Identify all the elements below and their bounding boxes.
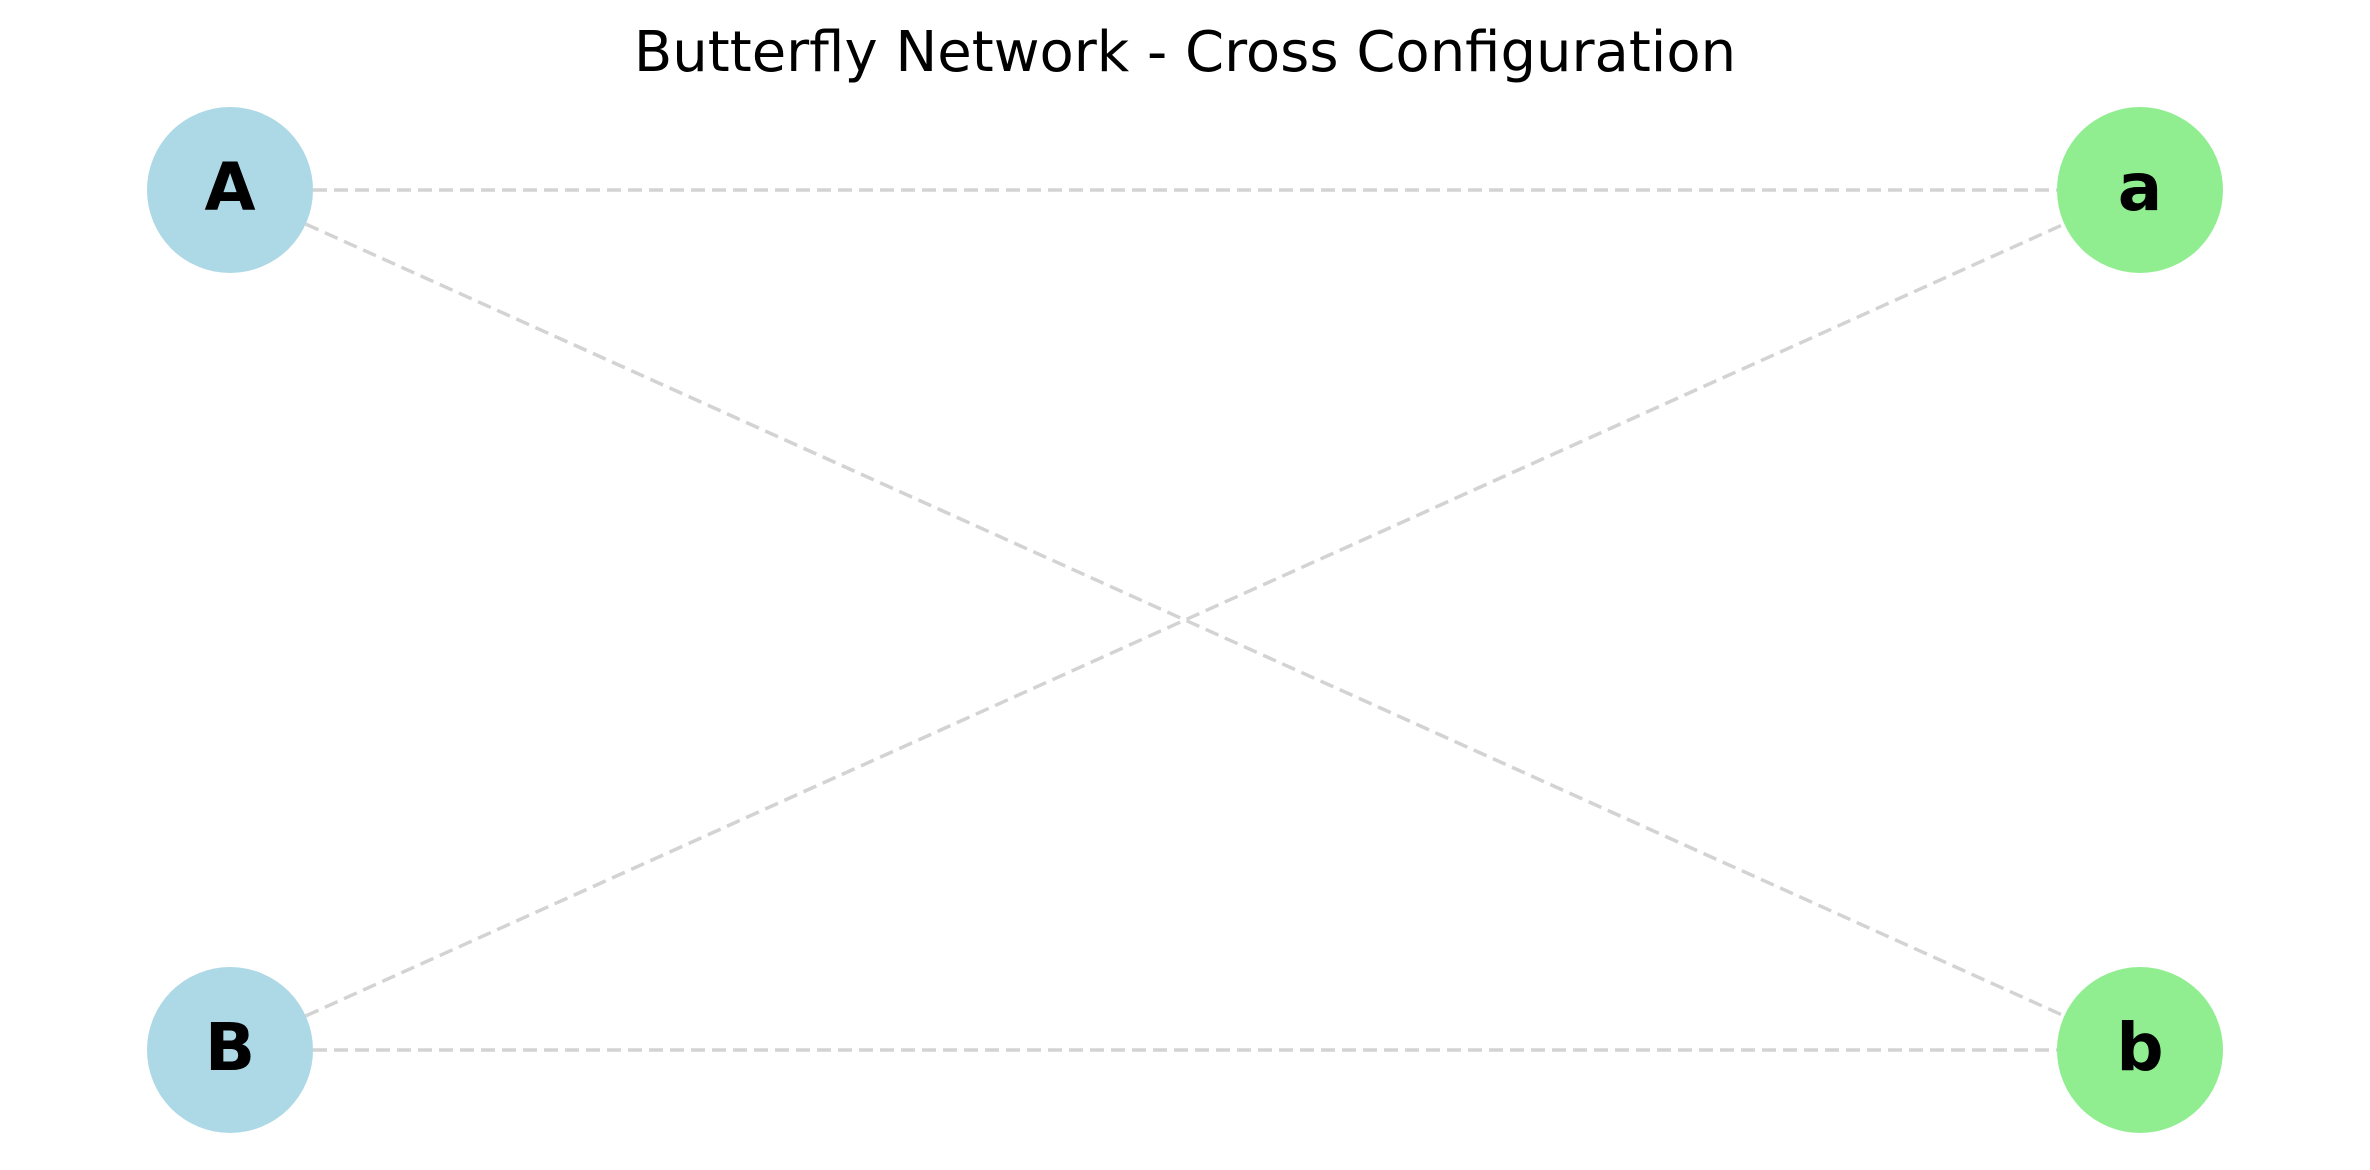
edge-A-b xyxy=(304,222,2066,1018)
node-B: B xyxy=(147,967,313,1133)
node-label: b xyxy=(2116,1009,2163,1086)
node-b: b xyxy=(2057,967,2223,1133)
node-label: B xyxy=(205,1009,255,1086)
node-circle xyxy=(147,967,313,1133)
edge-B-a xyxy=(304,222,2066,1018)
node-circle xyxy=(2057,967,2223,1133)
node-A: A xyxy=(147,107,313,273)
node-label: A xyxy=(204,149,255,226)
edges-layer xyxy=(304,188,2066,1052)
node-a: a xyxy=(2057,107,2223,273)
diagram-title: Butterfly Network - Cross Configuration xyxy=(634,20,1736,85)
nodes-layer: A Ba b xyxy=(147,107,2223,1133)
node-circle xyxy=(2057,107,2223,273)
node-label: a xyxy=(2118,149,2163,226)
node-circle xyxy=(147,107,313,273)
